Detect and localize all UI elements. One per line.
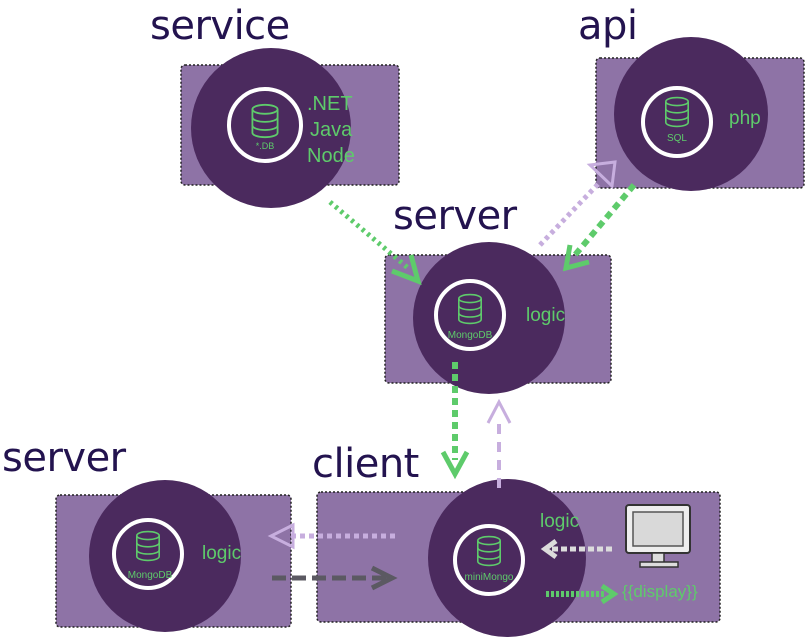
api-db-ring — [641, 86, 713, 158]
api-db-label: SQL — [667, 133, 687, 144]
arrow-icon — [272, 565, 398, 591]
monitor-icon — [625, 504, 691, 568]
service-lang-3: Node — [307, 145, 355, 167]
service-db-ring — [227, 87, 303, 163]
service-lang-2: Java — [310, 119, 353, 141]
arrow-icon — [562, 183, 637, 272]
arrow-icon — [546, 583, 619, 605]
server-circle — [413, 242, 565, 394]
arrow-icon — [486, 398, 512, 488]
arrow-icon — [538, 160, 617, 247]
left-server-circle — [89, 480, 241, 632]
server-logic-label: logic — [526, 305, 565, 326]
client-db-label: miniMongo — [465, 572, 514, 583]
arrow-icon — [540, 538, 612, 560]
server-db-label: MongoDB — [448, 330, 493, 341]
server-title: server — [393, 193, 517, 239]
arrow-icon — [267, 522, 395, 550]
display-label: {{display}} — [622, 582, 698, 601]
service-db-label: *.DB — [256, 141, 275, 151]
left-server-db-ring — [112, 518, 184, 590]
arrow-icon — [328, 200, 422, 286]
client-logic-label: logic — [540, 511, 579, 532]
api-circle — [614, 37, 768, 191]
left-server-title: server — [2, 435, 126, 481]
left-server-logic-label: logic — [202, 543, 241, 564]
server-db-ring — [434, 279, 506, 351]
client-title: client — [312, 441, 419, 487]
client-circle — [428, 479, 586, 637]
service-lang-1: .NET — [307, 93, 353, 115]
service-circle — [191, 48, 351, 208]
left-server-db-label: MongoDB — [128, 570, 173, 581]
service-title: service — [150, 3, 290, 49]
api-title: api — [578, 3, 638, 49]
arrow-icon — [440, 362, 470, 480]
client-db-ring — [453, 524, 525, 596]
api-lang: php — [729, 108, 761, 129]
